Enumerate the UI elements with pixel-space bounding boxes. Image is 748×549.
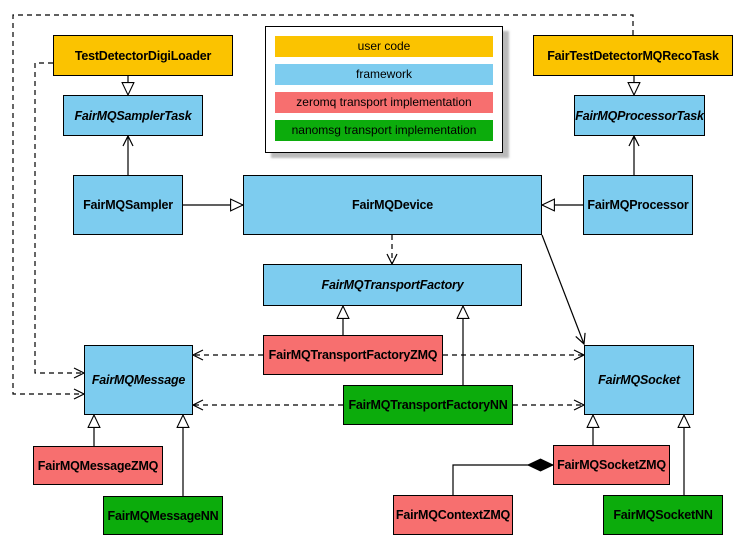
node-label: FairMQContextZMQ [395, 508, 511, 522]
node-fairmqprocessor: FairMQProcessor [583, 175, 693, 235]
node-label: FairMQDevice [352, 198, 433, 212]
node-fairmqtransportfactory: FairMQTransportFactory [263, 264, 522, 306]
node-fairmqtransportfactoryzmq: FairMQTransportFactoryZMQ [263, 335, 443, 375]
node-fairmqcontextzmq: FairMQContextZMQ [393, 495, 513, 535]
node-fairmqsampler: FairMQSampler [73, 175, 183, 235]
node-label: FairMQSampler [83, 198, 173, 212]
node-label: TestDetectorDigiLoader [74, 48, 212, 63]
edge-contextzmq-socketzmq-composition [452, 465, 553, 495]
legend-item-framework: framework [275, 64, 493, 85]
legend-item-user-code: user code [275, 36, 493, 57]
node-label: FairMQMessage [91, 373, 186, 387]
edge-device-socket-arrow [541, 234, 586, 346]
edge-digiloader-message-dependency [34, 62, 86, 379]
node-label: FairMQProcessor [587, 198, 689, 212]
node-fairmqmessagezmq: FairMQMessageZMQ [33, 446, 163, 485]
node-label: FairMQTransportFactoryNN [348, 398, 508, 412]
node-fairmqsamplertask: FairMQSamplerTask [63, 95, 203, 136]
legend-item-nanomsg: nanomsg transport implementation [275, 120, 493, 141]
node-fairtestdetectormqrecotask: FairTestDetectorMQRecoTask [533, 35, 733, 76]
node-fairmqsocket: FairMQSocket [584, 345, 694, 415]
node-label: FairMQSocketNN [613, 508, 713, 522]
node-label: FairMQTransportFactoryZMQ [268, 348, 438, 362]
node-label: FairMQSamplerTask [74, 108, 192, 123]
legend-item-zeromq: zeromq transport implementation [275, 92, 493, 113]
node-label: FairTestDetectorMQRecoTask [547, 48, 719, 63]
node-label: FairMQMessageNN [107, 508, 219, 523]
node-label: FairMQProcessorTask [575, 108, 704, 123]
node-testdetectordigiloader: TestDetectorDigiLoader [53, 35, 233, 76]
node-fairmqsocketnn: FairMQSocketNN [603, 495, 723, 535]
node-fairmqdevice: FairMQDevice [243, 175, 542, 235]
node-label: FairMQSocketZMQ [557, 458, 666, 472]
node-label: FairMQTransportFactory [321, 278, 464, 292]
node-label: FairMQSocket [598, 373, 680, 387]
edge-recotask-message-dependency [12, 14, 634, 400]
node-fairmqmessagenn: FairMQMessageNN [103, 496, 223, 535]
node-fairmqtransportfactorynn: FairMQTransportFactoryNN [343, 385, 513, 425]
node-label: FairMQMessageZMQ [37, 458, 159, 473]
node-fairmqprocessortask: FairMQProcessorTask [574, 95, 705, 136]
node-fairmqsocketzmq: FairMQSocketZMQ [553, 445, 670, 485]
legend: user code framework zeromq transport imple… [265, 26, 503, 153]
node-fairmqmessage: FairMQMessage [84, 345, 193, 415]
